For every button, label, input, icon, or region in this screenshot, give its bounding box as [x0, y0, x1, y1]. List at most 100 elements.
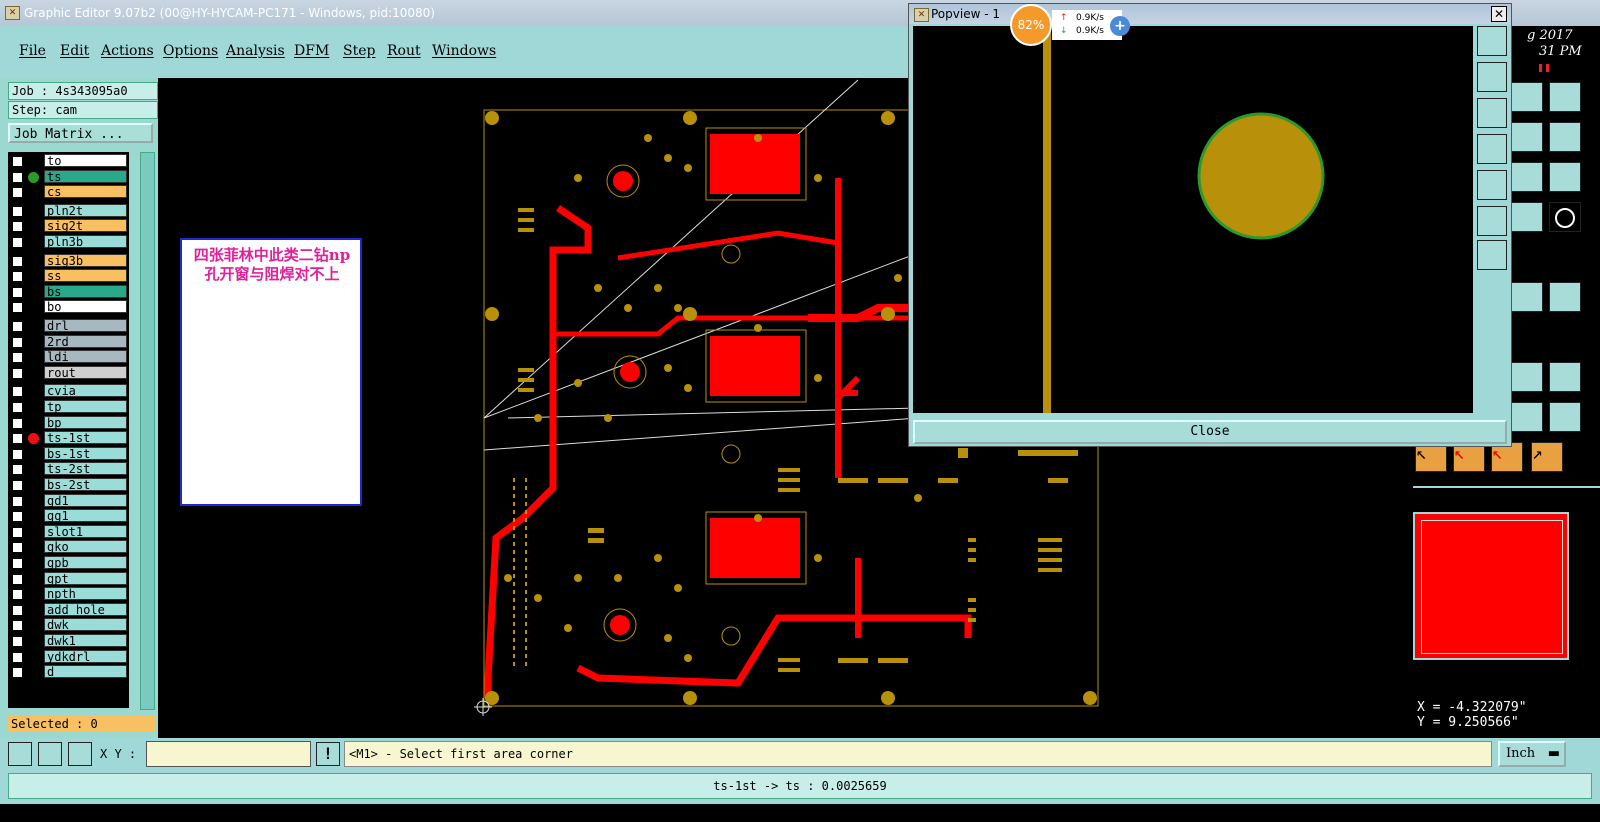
layer-checkbox[interactable] [12, 620, 23, 632]
layer-name[interactable]: gko [44, 540, 127, 554]
layer-row[interactable]: slot1 [8, 524, 129, 540]
layer-name[interactable]: ydkdrl [44, 649, 127, 663]
layer-checkbox[interactable] [12, 651, 23, 663]
layer-checkbox[interactable] [12, 271, 23, 283]
layer-name[interactable]: 2rd [44, 334, 127, 348]
layer-checkbox[interactable] [12, 336, 23, 348]
layer-name[interactable]: sig3b [44, 253, 127, 267]
layer-checkbox[interactable] [12, 221, 23, 233]
select-tool-button[interactable]: ↗ [1531, 442, 1563, 472]
tool-button[interactable] [1549, 162, 1581, 192]
measure-tool-button[interactable] [38, 742, 62, 766]
layer-row[interactable]: ldi [8, 350, 129, 365]
layer-row[interactable]: bs-2st [8, 478, 129, 493]
layer-checkbox[interactable] [12, 156, 23, 167]
layer-row[interactable]: cvia [8, 384, 129, 399]
layer-name[interactable]: dwk [44, 618, 127, 632]
layer-name[interactable]: gd1 [44, 493, 127, 507]
popview-tool-button[interactable] [1477, 26, 1507, 56]
layer-name[interactable]: npth [44, 587, 127, 601]
layer-name[interactable]: pln2t [44, 203, 127, 217]
layer-checkbox[interactable] [12, 495, 23, 507]
layer-row[interactable]: cs [8, 185, 129, 200]
layer-checkbox[interactable] [12, 171, 23, 183]
layer-name[interactable]: add_hole [44, 602, 127, 616]
layer-name[interactable]: cs [44, 185, 127, 199]
grid-tool-button[interactable] [68, 742, 92, 766]
layer-name[interactable]: pln3b [44, 235, 127, 249]
unit-select[interactable]: Inch ▬ [1498, 741, 1566, 767]
layer-checkbox[interactable] [12, 367, 23, 379]
tool-button[interactable] [1549, 402, 1581, 432]
plus-icon[interactable]: + [1110, 16, 1130, 36]
layer-checkbox[interactable] [12, 402, 23, 413]
layer-row[interactable]: npth [8, 587, 129, 602]
popview-tool-button[interactable] [1477, 134, 1507, 164]
layer-checkbox[interactable] [12, 321, 23, 332]
layer-name[interactable]: slot1 [44, 524, 127, 538]
layer-checkbox[interactable] [12, 542, 23, 554]
menu-file[interactable]: File [19, 43, 46, 59]
tool-button[interactable] [1511, 282, 1543, 312]
tool-button[interactable] [1511, 162, 1543, 192]
layer-name[interactable]: gpt [44, 571, 127, 585]
layer-row[interactable]: gpt [8, 571, 129, 587]
layer-checkbox[interactable] [12, 237, 23, 248]
menu-step[interactable]: Step [343, 43, 376, 59]
layer-row[interactable]: gko [8, 540, 129, 555]
layer-name[interactable]: bs-1st [44, 446, 127, 460]
layer-row[interactable]: pln2t [8, 203, 129, 219]
layer-checkbox[interactable] [12, 302, 23, 314]
layer-name[interactable]: cvia [44, 384, 127, 398]
layer-checkbox[interactable] [12, 573, 23, 585]
layer-checkbox[interactable] [12, 448, 23, 460]
layer-row[interactable]: gd1 [8, 493, 129, 509]
menu-dfm[interactable]: DFM [294, 43, 330, 59]
popview-tool-button[interactable] [1477, 170, 1507, 200]
layer-name[interactable]: d [44, 665, 127, 679]
tool-button[interactable] [1511, 402, 1543, 432]
pause-icon[interactable] [1539, 64, 1549, 72]
layer-row[interactable]: bp [8, 415, 129, 431]
layer-row[interactable]: sig2t [8, 219, 129, 234]
layer-row[interactable]: bs [8, 284, 129, 300]
layer-row[interactable]: d [8, 665, 129, 680]
layer-checkbox[interactable] [12, 417, 23, 429]
layer-checkbox[interactable] [12, 526, 23, 538]
layer-name[interactable]: gpb [44, 556, 127, 570]
layer-row[interactable]: to [8, 154, 129, 169]
layer-row[interactable]: sig3b [8, 253, 129, 269]
layer-checkbox[interactable] [12, 286, 23, 298]
layer-checkbox[interactable] [12, 558, 23, 569]
layer-row[interactable]: 2rd [8, 334, 129, 350]
layer-name[interactable]: dwk1 [44, 634, 127, 648]
select-tool-button[interactable]: ↖ [1453, 442, 1485, 472]
network-speed-widget[interactable]: 82% ↑ 0.9K/s ↓ 0.9K/s + [1008, 4, 1138, 46]
layer-row[interactable]: ts-1st [8, 431, 129, 446]
layer-checkbox[interactable] [12, 464, 23, 476]
dot-tool-button[interactable] [1549, 202, 1581, 232]
layer-name[interactable]: bp [44, 415, 127, 429]
layer-row[interactable]: dwk1 [8, 634, 129, 649]
zoom-tool-button[interactable] [8, 742, 32, 766]
layer-checkbox[interactable] [12, 433, 23, 445]
tool-button[interactable] [1511, 202, 1543, 232]
popview-tool-button[interactable] [1477, 98, 1507, 128]
layer-row[interactable]: bo [8, 300, 129, 315]
layer-name[interactable]: drl [44, 319, 127, 333]
layer-row[interactable]: ss [8, 269, 129, 284]
layer-name[interactable]: bs [44, 284, 127, 298]
layer-checkbox[interactable] [12, 636, 23, 647]
layer-row[interactable]: rout [8, 365, 129, 381]
layer-row[interactable]: add_hole [8, 602, 129, 618]
popview-close-button[interactable]: Close [913, 420, 1507, 444]
layer-row[interactable]: tp [8, 400, 129, 415]
tool-button[interactable] [1511, 82, 1543, 112]
layer-checkbox[interactable] [12, 352, 23, 364]
layer-row[interactable]: pln3b [8, 235, 129, 250]
menu-options[interactable]: Options [163, 43, 219, 59]
layer-name[interactable]: bs-2st [44, 478, 127, 492]
xy-input[interactable] [146, 741, 311, 767]
layer-name[interactable]: rout [44, 365, 127, 379]
layer-name[interactable]: ts-1st [44, 431, 127, 445]
